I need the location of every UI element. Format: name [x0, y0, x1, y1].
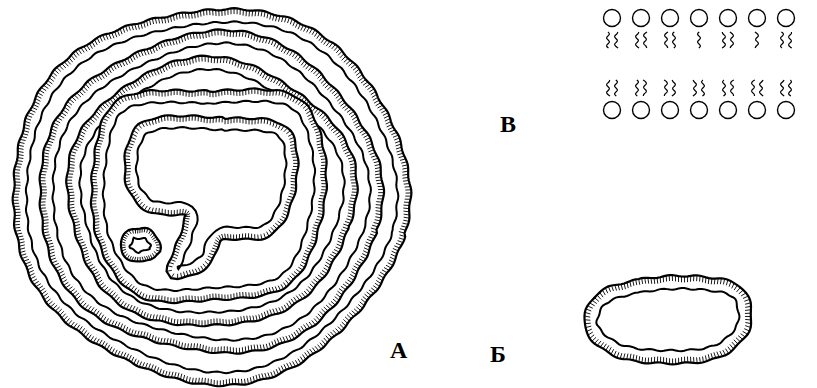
lamella [66, 56, 358, 327]
figure-letter: В [500, 112, 516, 136]
small-vesicle [121, 228, 161, 262]
lamella [91, 88, 327, 303]
liposome [584, 275, 751, 364]
figure-letter: Б [490, 342, 506, 366]
figure-letter: А [390, 338, 407, 362]
lipid-bilayer [604, 10, 795, 119]
outer-lamella [13, 8, 412, 386]
lamella [40, 29, 384, 353]
